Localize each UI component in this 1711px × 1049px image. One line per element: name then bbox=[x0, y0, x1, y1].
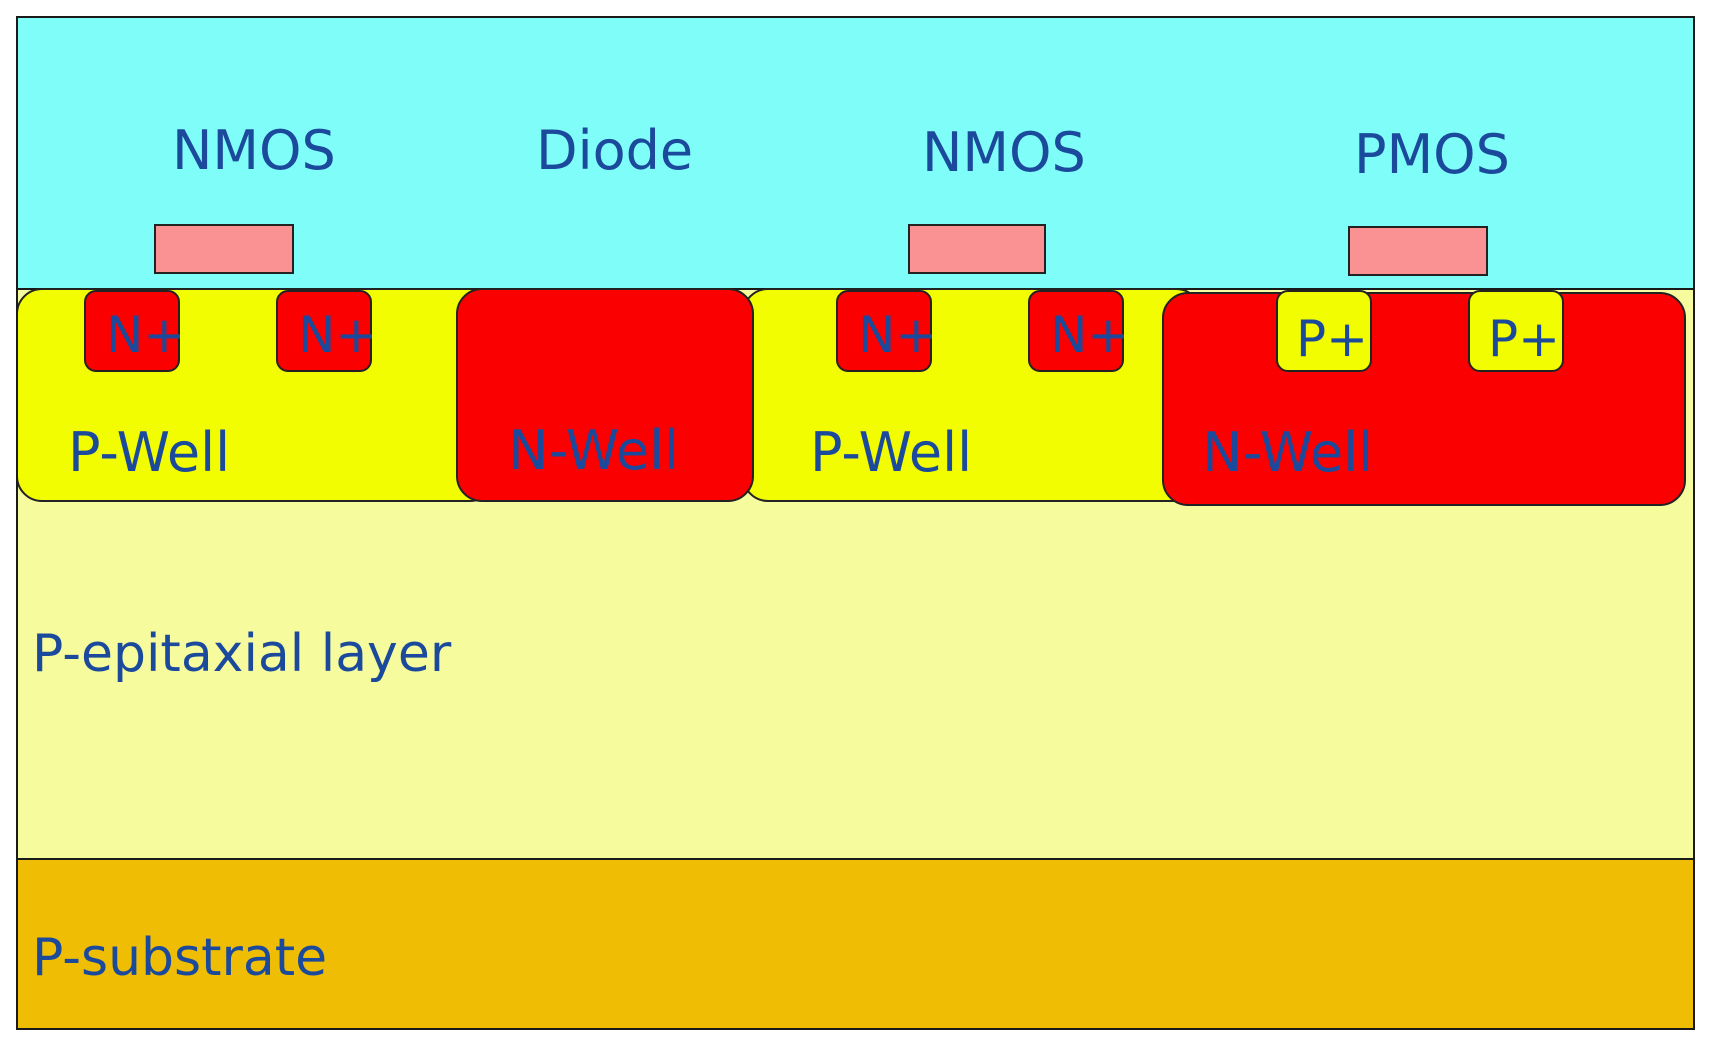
layer-label-substrate: P-substrate bbox=[32, 928, 328, 988]
well-label-p-well-2: P-Well bbox=[810, 421, 973, 484]
device-label-nmos-1: NMOS bbox=[172, 119, 336, 182]
diffusion-label-p-plus-1: P+ bbox=[1296, 310, 1369, 368]
n-well-2 bbox=[1162, 292, 1686, 506]
n-plus-diffusion-2 bbox=[276, 290, 372, 372]
cross-section-diagram: NMOS Diode NMOS PMOS P-Well N-Well P-Wel… bbox=[16, 16, 1695, 1030]
diffusion-label-n-plus-3: N+ bbox=[858, 306, 938, 364]
gate-nmos-1 bbox=[154, 224, 294, 274]
well-label-p-well-1: P-Well bbox=[68, 421, 231, 484]
diffusion-label-n-plus-2: N+ bbox=[298, 306, 378, 364]
p-plus-diffusion-2 bbox=[1468, 290, 1564, 372]
device-label-diode: Diode bbox=[536, 119, 694, 182]
well-label-n-well-2: N-Well bbox=[1202, 421, 1374, 484]
diffusion-label-n-plus-4: N+ bbox=[1050, 306, 1130, 364]
gate-nmos-2 bbox=[908, 224, 1046, 274]
device-label-nmos-2: NMOS bbox=[922, 121, 1086, 184]
well-label-n-well-1: N-Well bbox=[508, 419, 680, 482]
n-plus-diffusion-3 bbox=[836, 290, 932, 372]
layer-label-epitaxial: P-epitaxial layer bbox=[32, 624, 452, 684]
n-plus-diffusion-4 bbox=[1028, 290, 1124, 372]
device-label-pmos: PMOS bbox=[1354, 123, 1510, 186]
gate-pmos bbox=[1348, 226, 1488, 276]
n-well-1 bbox=[456, 288, 754, 502]
p-substrate-layer bbox=[18, 860, 1693, 1028]
diffusion-label-p-plus-2: P+ bbox=[1488, 310, 1561, 368]
p-plus-diffusion-1 bbox=[1276, 290, 1372, 372]
n-plus-diffusion-1 bbox=[84, 290, 180, 372]
diffusion-label-n-plus-1: N+ bbox=[106, 306, 186, 364]
p-well-2 bbox=[742, 288, 1202, 502]
